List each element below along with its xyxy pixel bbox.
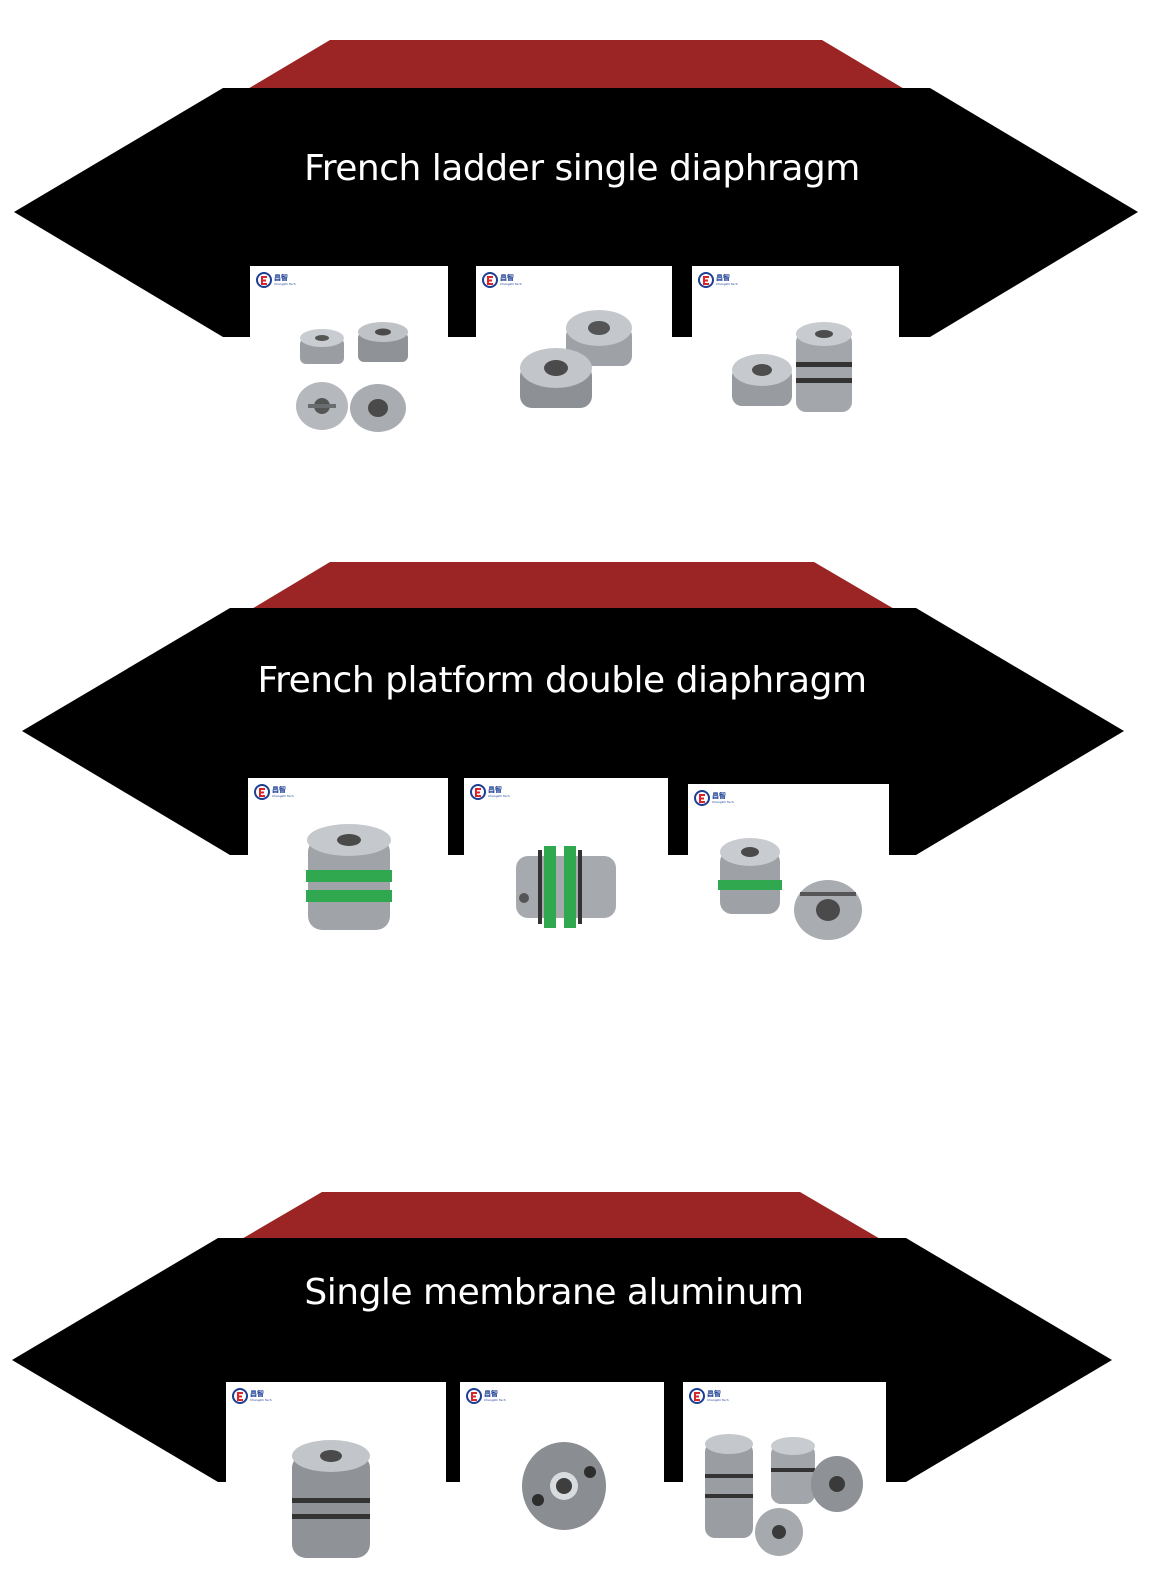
green-diaphragm-coupling-image bbox=[306, 824, 392, 930]
section-title: French platform double diaphragm bbox=[257, 660, 867, 701]
logo-mark-icon bbox=[470, 784, 486, 800]
logo-mark-icon bbox=[256, 272, 272, 288]
coupling-set-image bbox=[296, 322, 408, 432]
coupling-pair-image bbox=[520, 310, 632, 408]
coupling-assembly-image bbox=[732, 322, 852, 412]
logo-mark-icon bbox=[698, 272, 714, 288]
section-title: French ladder single diaphragm bbox=[304, 148, 860, 189]
green-coupling-pair-image bbox=[718, 838, 862, 940]
logo-mark-icon bbox=[694, 790, 710, 806]
green-diaphragm-side-image bbox=[516, 846, 616, 928]
logo-mark-icon bbox=[482, 272, 498, 288]
logo-mark-icon bbox=[466, 1388, 482, 1404]
logo-mark-icon bbox=[689, 1388, 705, 1404]
aluminum-coupling-front-image bbox=[522, 1442, 606, 1530]
section-title: Single membrane aluminum bbox=[304, 1272, 804, 1313]
aluminum-coupling-set-image bbox=[705, 1434, 863, 1556]
aluminum-coupling-image bbox=[292, 1440, 370, 1558]
logo-mark-icon bbox=[254, 784, 270, 800]
logo-mark-icon bbox=[232, 1388, 248, 1404]
